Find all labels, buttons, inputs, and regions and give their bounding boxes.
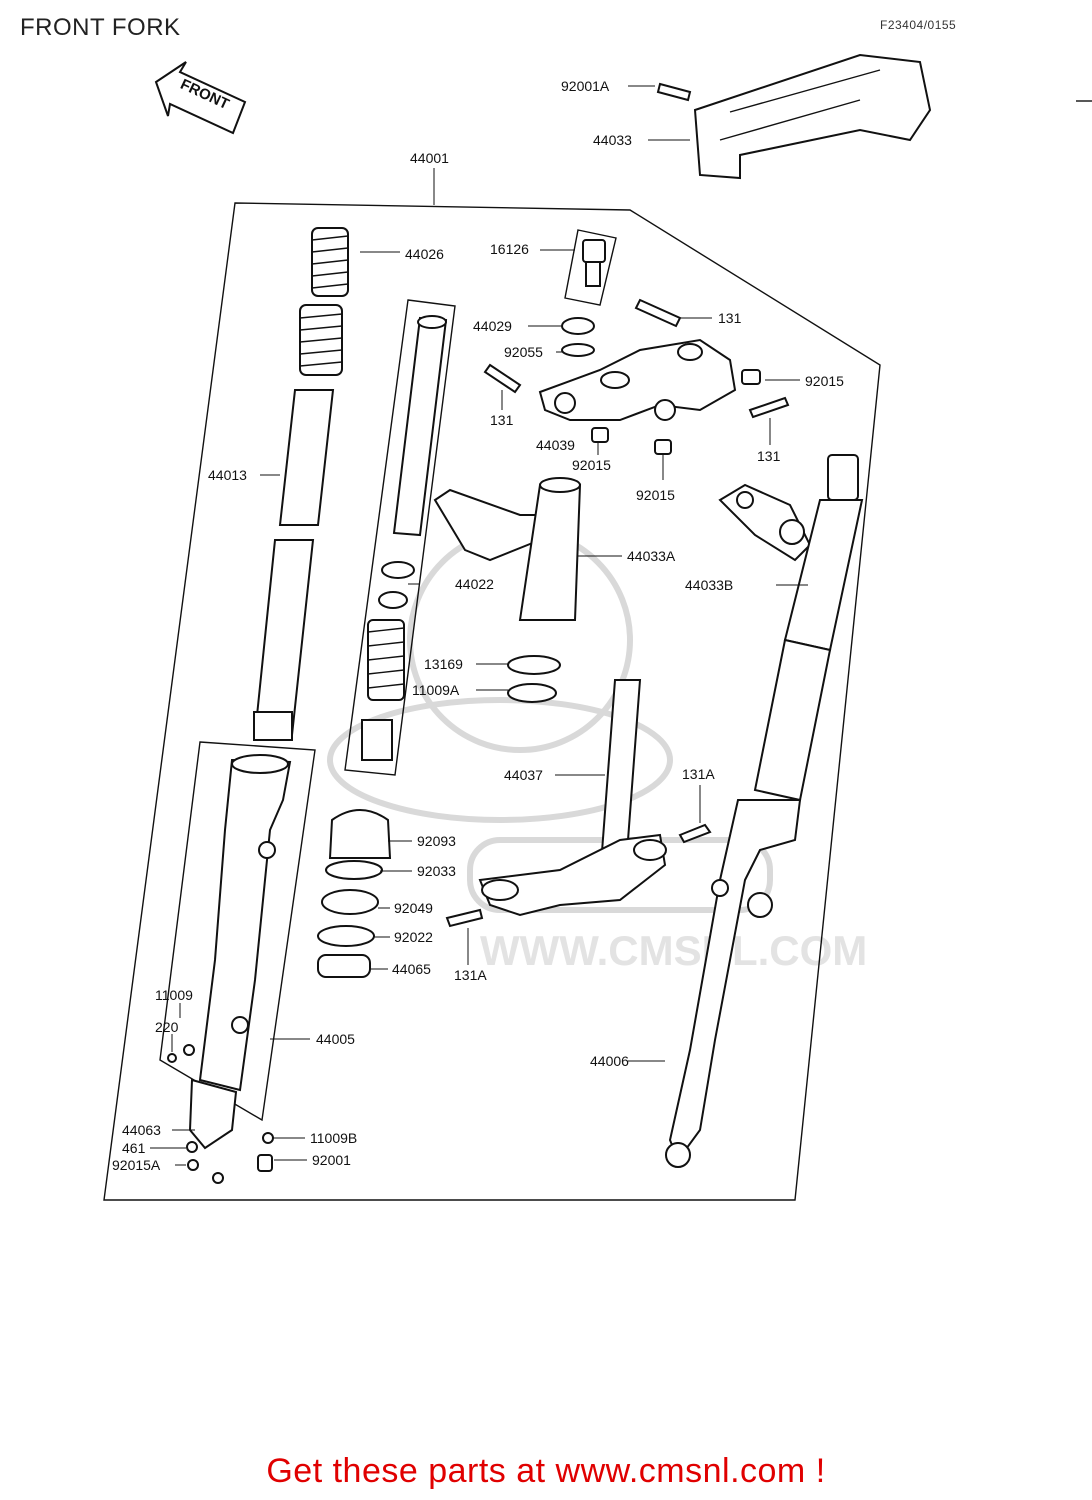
bracket-44033B	[718, 483, 812, 562]
spring-44026	[299, 227, 349, 376]
part-label-13169: 13169	[424, 656, 463, 672]
part-label-44065: 44065	[392, 961, 431, 977]
part-label-92093: 92093	[417, 833, 456, 849]
part-label-44026: 44026	[405, 246, 444, 262]
watermark-text: WWW.CMSNL.COM	[480, 927, 867, 974]
part-label-44022: 44022	[455, 576, 494, 592]
part-label-11009B: 11009B	[310, 1130, 357, 1146]
part-label-92015A: 92015A	[112, 1157, 161, 1173]
cap-bolt-assembly	[561, 229, 617, 357]
part-label-92022: 92022	[394, 929, 433, 945]
left-fork-44005	[159, 741, 316, 1150]
part-label-92001: 92001	[312, 1152, 351, 1168]
part-label-44033: 44033	[593, 132, 632, 148]
part-label-44033A: 44033A	[627, 548, 676, 564]
diagram-code: F23404/0155	[880, 18, 957, 32]
front-arrow: FRONT	[154, 61, 247, 135]
top-bolts	[483, 298, 790, 455]
part-label-92033: 92033	[417, 863, 456, 879]
part-label-131-a: 131	[718, 310, 742, 326]
part-label-92049: 92049	[394, 900, 433, 916]
part-label-92015-c: 92015	[636, 487, 675, 503]
part-label-44001: 44001	[410, 150, 449, 166]
bracket-44033A	[433, 477, 582, 621]
part-label-131A-b: 131A	[454, 967, 487, 983]
part-label-461: 461	[122, 1140, 146, 1156]
bottom-hardware	[167, 1044, 274, 1184]
part-label-131A-a: 131A	[682, 766, 715, 782]
upper-bracket-44039	[538, 338, 737, 421]
steering-stem-44037	[445, 679, 712, 928]
leader-lines	[150, 85, 808, 1166]
part-label-92015-a: 92015	[805, 373, 844, 389]
part-label-92015-b: 92015	[572, 457, 611, 473]
part-label-220: 220	[155, 1019, 179, 1035]
part-label-44033B: 44033B	[685, 577, 733, 593]
part-label-44013: 44013	[208, 467, 247, 483]
damper-box-44022	[344, 299, 456, 776]
part-label-11009: 11009	[155, 987, 193, 1003]
part-label-16126: 16126	[490, 241, 529, 257]
part-label-44006: 44006	[590, 1053, 629, 1069]
bearing-stack	[317, 655, 561, 978]
diagram-title: FRONT FORK	[20, 14, 181, 41]
inner-tube-44013	[253, 389, 335, 741]
handlebar-44033	[656, 53, 932, 180]
part-label-44029: 44029	[473, 318, 512, 334]
right-fork-44006	[665, 454, 864, 1168]
part-label-11009A: 11009A	[412, 682, 460, 698]
part-labels: 92001A 44033 44001 44026 16126 131 44029…	[112, 78, 844, 1173]
part-label-92055: 92055	[504, 344, 543, 360]
part-label-44063: 44063	[122, 1122, 161, 1138]
footer-link-text[interactable]: Get these parts at www.cmsnl.com !	[266, 1452, 826, 1490]
part-label-44039: 44039	[536, 437, 575, 453]
fork-assembly-outline	[103, 202, 881, 1201]
part-label-44037: 44037	[504, 767, 543, 783]
part-label-92001A: 92001A	[561, 78, 610, 94]
part-label-131-c: 131	[757, 448, 781, 464]
part-label-44005: 44005	[316, 1031, 355, 1047]
part-label-131-b: 131	[490, 412, 514, 428]
